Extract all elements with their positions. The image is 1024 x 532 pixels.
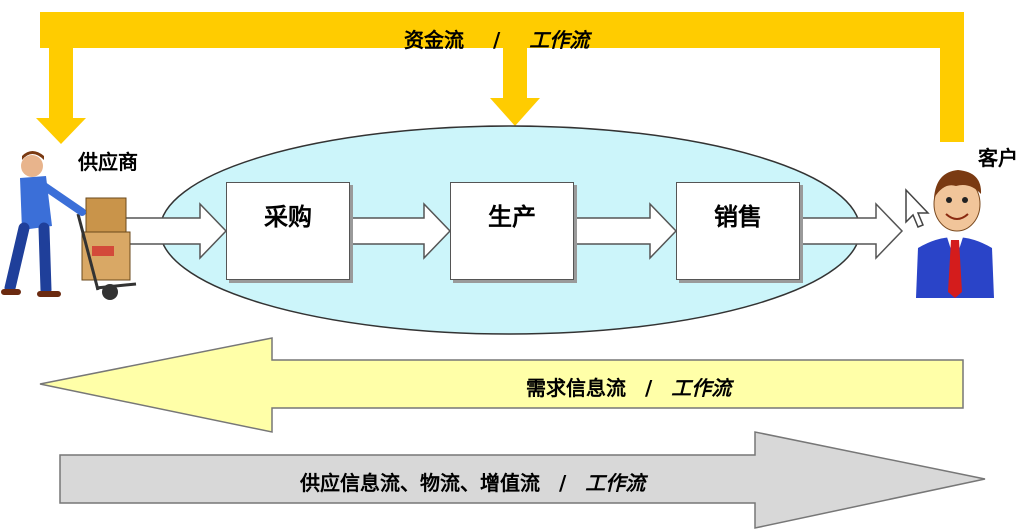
supply-flow-work: 工作流 [585,471,646,495]
money-flow-sep: / [492,28,501,52]
sales-label: 销售 [714,203,762,231]
money-flow-work: 工作流 [529,28,590,52]
supply-flow-sep: / [558,471,567,495]
production-label: 生产 [488,203,536,231]
arrow-procurement-to-production [349,202,452,260]
supply-flow-arrow [59,431,986,529]
arrow-production-to-sales [574,202,678,260]
process-arrows [119,202,904,260]
demand-flow-arrow [39,337,964,433]
hand-truck-worker-icon [1,151,137,300]
sales-box: 销售 [676,182,800,280]
supplier-label: 供应商 [78,150,138,174]
mouse-cursor-icon [905,188,930,228]
demand-flow-label: 需求信息流 / 工作流 [526,372,731,401]
demand-flow-work: 工作流 [671,376,732,400]
supply-flow-main: 供应信息流、物流、增值流 [300,471,540,495]
procurement-label: 采购 [264,203,312,231]
arrow-supplier-to-procurement [119,202,228,260]
money-flow-label: 资金流 / 工作流 [404,24,589,53]
production-box: 生产 [450,182,574,280]
demand-flow-main: 需求信息流 [526,376,626,400]
arrow-sales-to-customer [799,202,904,260]
procurement-box: 采购 [226,182,350,280]
demand-flow-sep: / [644,376,653,400]
supply-flow-label: 供应信息流、物流、增值流 / 工作流 [300,467,645,496]
customer-label: 客户 [978,146,1018,170]
money-flow-bracket [36,12,964,144]
money-flow-main: 资金流 [404,28,464,52]
customer-icon [916,170,994,298]
